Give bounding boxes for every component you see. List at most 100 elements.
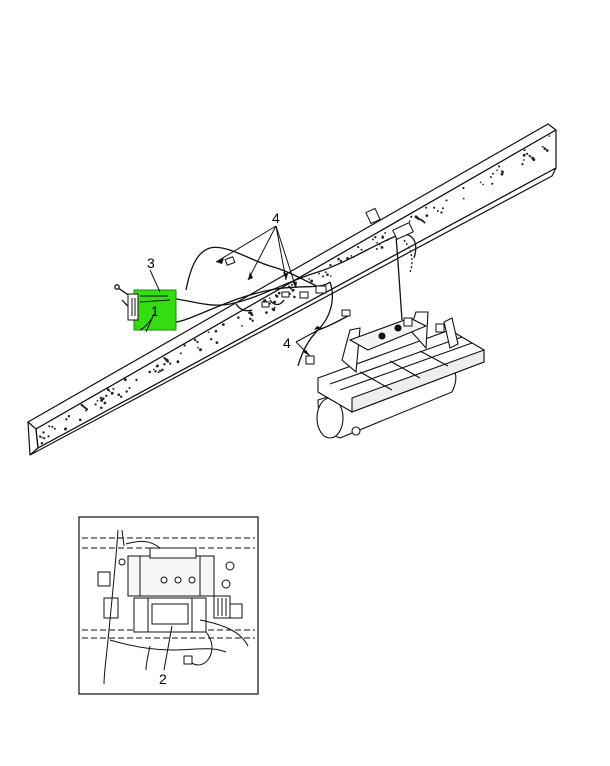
rail-hole (53, 427, 56, 430)
rail-hole (290, 283, 293, 286)
rail-hole (123, 378, 127, 382)
callout-2: 2 (159, 671, 167, 687)
rail-hole (112, 387, 115, 390)
rail-hole (207, 331, 210, 334)
rail-hole (249, 317, 252, 320)
rail-hole (100, 406, 103, 410)
rail-hole (273, 300, 277, 304)
inset-ecu-module (133, 597, 207, 633)
rail-hole (251, 319, 254, 322)
rail-hole (489, 176, 492, 178)
rail-hole (103, 401, 107, 405)
rail-hole (417, 218, 421, 221)
rail-hole (108, 390, 111, 393)
rail-hole (375, 248, 378, 250)
rail-web (35, 129, 557, 449)
rail-hole (324, 271, 327, 274)
rail-hole (48, 425, 51, 428)
rail-hole (277, 291, 281, 295)
rail-hole (384, 231, 387, 234)
rail-hole (421, 219, 424, 223)
rail-hole (79, 419, 82, 422)
rail-hole (99, 396, 102, 399)
callout-1: 1 (151, 303, 159, 319)
rail-hole (41, 436, 43, 439)
harness-loop (185, 246, 327, 291)
rail-hole (275, 295, 279, 298)
rail-hole (169, 362, 172, 365)
rail-hole (376, 241, 378, 244)
rail-hole (265, 311, 268, 314)
rail-hole (40, 442, 44, 445)
rail-hole (491, 182, 494, 185)
ecu-module-assembly (127, 289, 177, 331)
rail-hole (445, 199, 448, 202)
rail-hole (545, 149, 549, 152)
rail-hole (67, 415, 71, 418)
rail-hole (42, 431, 45, 434)
rail-hole (371, 238, 374, 241)
rail-hole (440, 211, 443, 214)
leader-4b (247, 225, 277, 281)
rail-holes (38, 135, 551, 445)
rail-hole (350, 255, 353, 257)
inset-mounting-plate (127, 555, 215, 597)
rail-hole (329, 263, 332, 267)
ecu-connector (127, 293, 139, 321)
rail-hole (293, 295, 296, 299)
rail-hole (110, 391, 114, 395)
rail-hole (326, 273, 329, 276)
rail-hole (408, 220, 411, 223)
callout-leaders (145, 225, 323, 357)
rail-hole (125, 390, 128, 393)
rail-hole (523, 159, 525, 161)
rail-hole (501, 171, 504, 174)
rail-hole (521, 163, 524, 166)
rail-hole (442, 207, 444, 210)
rail-hole (321, 275, 325, 278)
rail-hole (496, 169, 498, 171)
rail-hole (51, 425, 54, 428)
rail-hole (374, 235, 377, 239)
rail-hole (482, 183, 484, 186)
rail-hole (64, 427, 67, 431)
ecu-highlight (133, 289, 177, 331)
rail-hole (155, 365, 158, 368)
rail-hole (193, 338, 197, 342)
rail-hole (339, 259, 343, 263)
rail-hole (529, 155, 532, 158)
rail-hole (157, 371, 160, 374)
rail-hole (106, 388, 110, 392)
rail-hole (380, 245, 384, 249)
rail-hole (159, 370, 162, 373)
rail-hole (433, 206, 436, 209)
rail-hole (183, 344, 186, 347)
rail-hole (308, 278, 310, 280)
rail-hole (154, 370, 157, 373)
rail-hole (241, 325, 243, 327)
rail-hole (135, 378, 138, 382)
callout-4-upper: 4 (272, 210, 280, 226)
callout-3: 3 (147, 255, 155, 271)
detail-inset: 2 (78, 516, 259, 695)
rail-hole (381, 236, 385, 239)
rail-hole (38, 435, 42, 438)
harness-drop (395, 235, 403, 321)
rail-hole (249, 312, 253, 315)
rail-hole (117, 393, 121, 396)
rail-hole (479, 181, 482, 184)
rail-hole (86, 408, 89, 411)
rail-hole (525, 152, 529, 155)
rail-hole (548, 135, 551, 137)
rail-hole (420, 218, 423, 221)
rail-hole (221, 323, 225, 326)
rail-hole (337, 257, 340, 261)
leader-1 (145, 313, 155, 333)
rail-hole (329, 275, 332, 277)
rail-hole (268, 297, 271, 299)
rail-hole (544, 147, 547, 150)
inset-left-connector (97, 571, 111, 587)
callout-4-lower: 4 (283, 335, 291, 351)
rail-hole (462, 197, 465, 200)
